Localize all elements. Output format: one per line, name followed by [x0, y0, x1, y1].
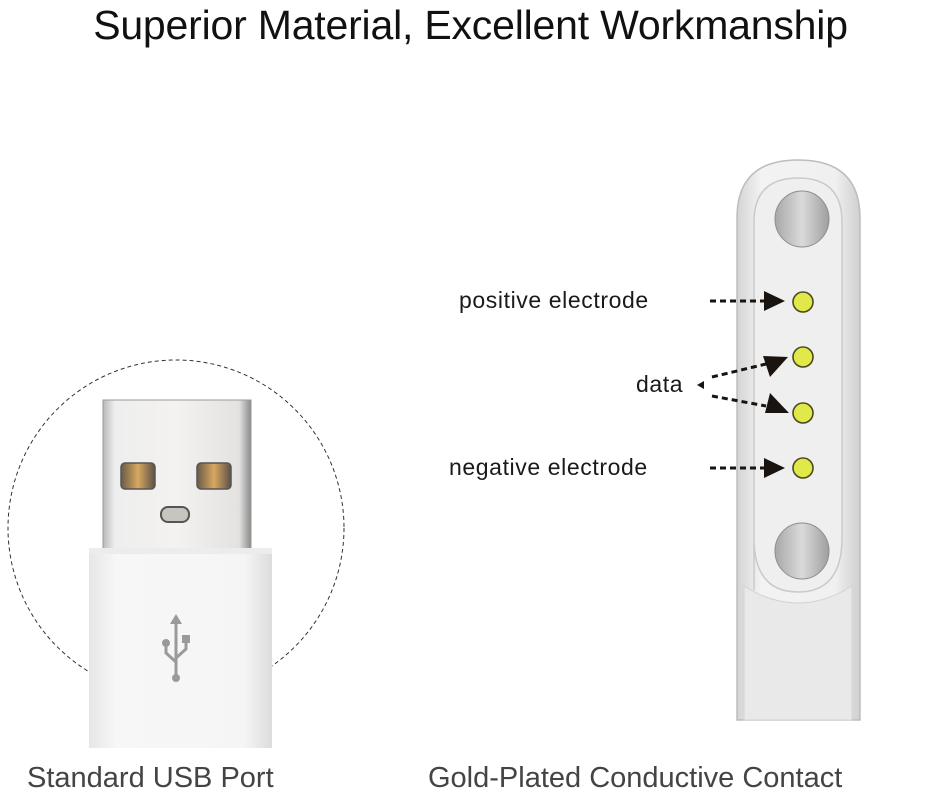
pogo-connector-illustration: [736, 159, 861, 721]
label-data: data: [636, 371, 684, 397]
pin-data-2: [792, 402, 814, 424]
caption-usb-port: Standard USB Port: [27, 762, 274, 794]
arrow-head-icon: [765, 393, 789, 413]
caption-gold-contact: Gold-Plated Conductive Contact: [428, 762, 843, 794]
page-title: Superior Material, Excellent Workmanship: [93, 2, 848, 48]
pin-data-1: [792, 346, 814, 368]
usb-symbol-icon: [162, 614, 190, 682]
arrow-head-icon: [763, 356, 788, 377]
pin-negative: [792, 457, 814, 479]
arrow-head-icon: [764, 458, 785, 478]
annotation-arrows: [697, 291, 789, 478]
label-positive-electrode: positive electrode: [459, 287, 649, 313]
pin-positive: [792, 291, 814, 313]
usb-plug-illustration: [7, 359, 345, 748]
dashed-circle: [7, 359, 345, 697]
arrow-head-icon: [764, 291, 785, 311]
label-negative-electrode: negative electrode: [449, 454, 648, 480]
